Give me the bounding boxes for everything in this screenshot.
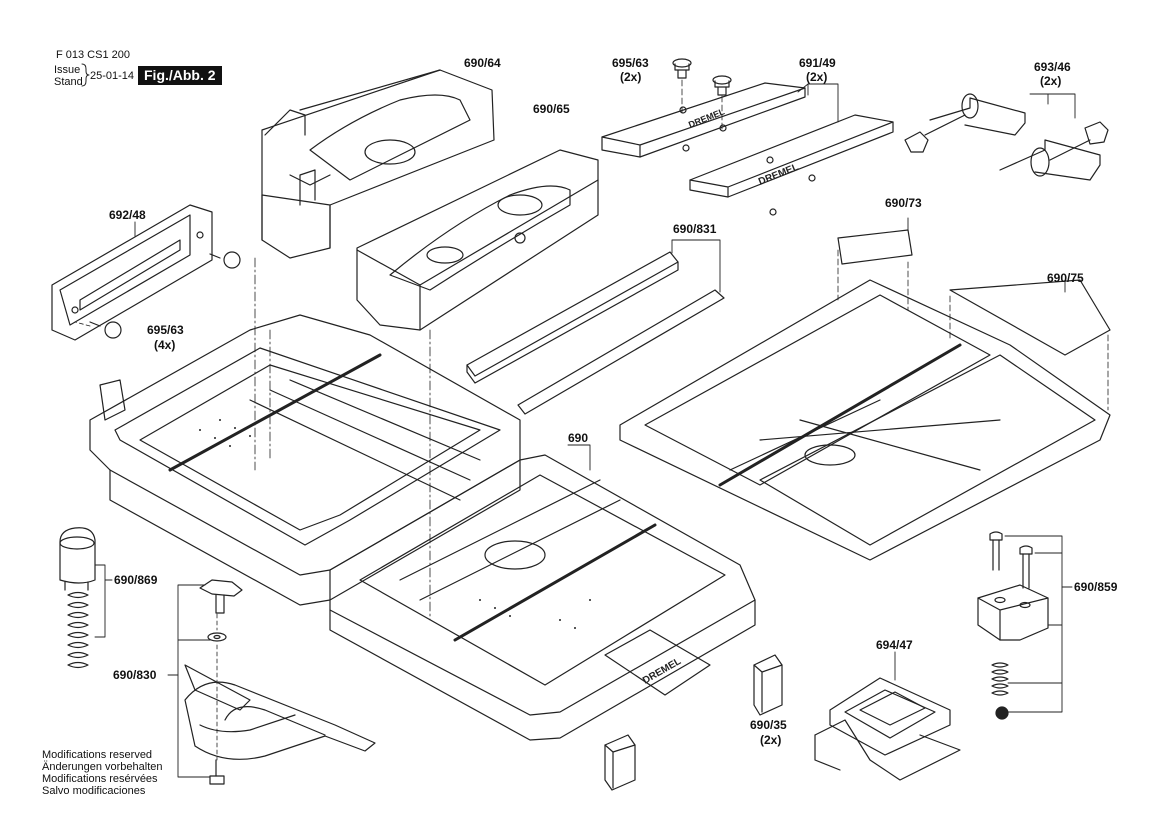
table-top (619, 279, 1111, 561)
part-label-690-859: 690/859 (1074, 580, 1118, 594)
miter-gauge-690-830 (184, 579, 376, 785)
part-label-693-46: 693/46 (1034, 60, 1071, 74)
part-label-690-831: 690/831 (673, 222, 717, 236)
brand-mark: DREMEL (641, 656, 683, 687)
screw-695-63 (89, 251, 241, 339)
part-label-690-73: 690/73 (885, 196, 922, 210)
part-label-691-49: 691/49 (799, 56, 836, 70)
insert-plate-691-49 (601, 82, 894, 216)
brand-mark: DREMEL (757, 162, 800, 188)
part-qty-693-46: (2x) (1040, 74, 1062, 88)
label-sticker-690-73 (837, 229, 913, 265)
part-qty-691-49: (2x) (806, 70, 828, 84)
part-label-690-75: 690/75 (1047, 271, 1084, 285)
guide-rail-690-831 (466, 251, 725, 415)
note-line: Salvo modificaciones (42, 785, 146, 797)
grid-holes (199, 419, 591, 629)
cap-690-35 (604, 654, 783, 791)
note-line: Modifications resérvées (42, 773, 158, 785)
figure-label: Fig./Abb. 2 (138, 66, 222, 85)
foam-insert-690-65 (356, 149, 599, 331)
note-line: Modifications reserved (42, 749, 153, 761)
foam-insert-690-64 (261, 69, 495, 259)
fence-692-48 (51, 204, 213, 341)
part-label-694-47: 694/47 (876, 638, 913, 652)
doc-number: F 013 CS1 200 (56, 49, 130, 61)
screw-695-63 (672, 58, 732, 96)
clamp-693-46 (904, 93, 1109, 181)
height-adjuster-690-859 (977, 531, 1049, 696)
part-label-695-63: 695/63 (147, 323, 184, 337)
part-label-695-63: 695/63 (612, 56, 649, 70)
part-label-690-64: 690/64 (464, 56, 501, 70)
part-label-690: 690 (568, 431, 589, 445)
part-qty-695-63: (4x) (154, 338, 176, 352)
part-label-690-65: 690/65 (533, 102, 570, 116)
knob-690-869 (59, 527, 96, 669)
issue-date: 25-01-14 (90, 70, 135, 82)
part-label-692-48: 692/48 (109, 208, 146, 222)
label-sticker-690-75 (949, 279, 1111, 356)
part-qty-690-35: (2x) (760, 733, 782, 747)
part-label-690-35: 690/35 (750, 718, 787, 732)
part-label-690-830: 690/830 (113, 668, 157, 682)
issue-label: Issue (54, 64, 81, 76)
note-line: Änderungen vorbehalten (42, 761, 163, 773)
stand-label: Stand (54, 76, 83, 88)
part-qty-695-63: (2x) (620, 70, 642, 84)
case-690 (89, 314, 756, 741)
part-label-690-869: 690/869 (114, 573, 158, 587)
dust-cover-694-47 (814, 677, 961, 781)
